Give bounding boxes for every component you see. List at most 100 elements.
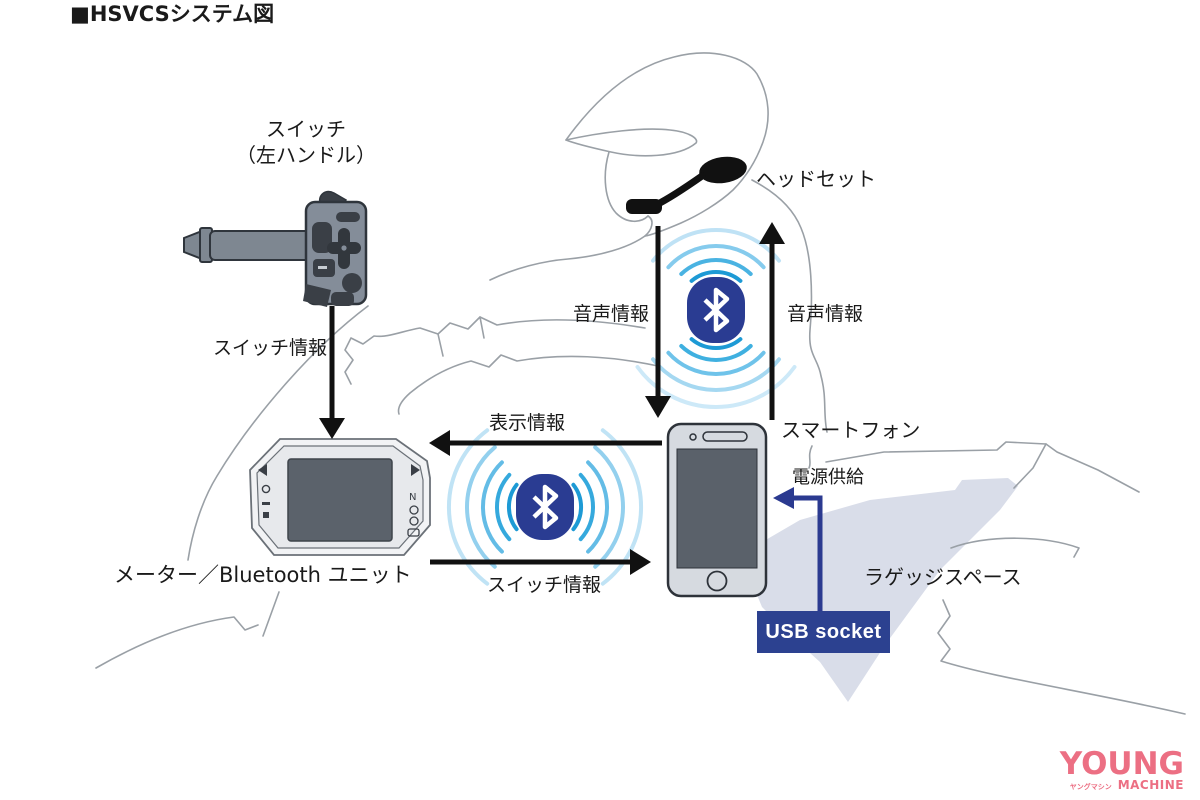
neutral-indicator: N [409, 492, 416, 503]
logo-kana-text: ヤングマシン [1069, 783, 1112, 791]
rider-back-outline [751, 179, 828, 433]
wave-arc [679, 344, 753, 362]
phone-home-button [706, 570, 728, 592]
bluetooth-rune-icon [703, 287, 730, 333]
meter-unit-label: メーター／Bluetooth ユニット [114, 563, 412, 587]
display-info-label: 表示情報 [489, 412, 566, 434]
rider-arm-sweep [187, 305, 369, 561]
wave-arc [578, 472, 595, 542]
switch-top-pill-button [336, 212, 360, 222]
phone-camera [689, 433, 697, 441]
meter-indicator-icons-left [258, 464, 271, 518]
switch-icon-glyph [318, 266, 327, 269]
bike-tail-top [825, 441, 1140, 493]
switch-label-line1: スイッチ [266, 117, 346, 141]
wave-arc [679, 258, 753, 276]
usb-socket-label-box: USB socket [757, 611, 890, 653]
usb-socket-box [757, 611, 890, 653]
young-machine-logo: YOUNG ヤングマシン MACHINE [1059, 746, 1184, 792]
bluetooth-rune-icon [532, 484, 559, 530]
arrowhead-down [319, 418, 345, 439]
switch-label-line2: （左ハンドル） [236, 143, 376, 167]
phone-screen [676, 448, 758, 569]
switch-info-upper-label: スイッチ情報 [213, 337, 328, 359]
meter-warning-icon-1 [409, 505, 419, 515]
meter-bar-indicator-icon [262, 502, 270, 505]
bluetooth-waves-vertical [635, 228, 797, 409]
wave-arc [635, 365, 797, 409]
usb-socket-label: USB socket [765, 620, 882, 643]
power-arrow-line [794, 495, 823, 650]
wave-arc [571, 482, 584, 532]
wave-arc [600, 428, 644, 586]
power-supply-label: 電源供給 [792, 467, 864, 488]
wave-arc [666, 244, 766, 270]
headset-speaker [699, 156, 747, 184]
helmet-shell-outline [565, 52, 769, 237]
left-turn-indicator-icon [258, 464, 267, 476]
meter-unit-device: N [249, 438, 431, 556]
bluetooth-icon-horizontal [516, 474, 574, 540]
arrowhead-up [759, 222, 785, 244]
rider-chest-outline [489, 235, 646, 281]
wave-arc [446, 428, 490, 586]
wave-arc [495, 472, 512, 542]
switch-bottom-button [303, 284, 331, 307]
smartphone-device [666, 422, 768, 598]
bike-lower-zig-arc [937, 599, 1186, 715]
smartphone-label: スマートフォン [781, 418, 921, 442]
rider-arm-lower [397, 354, 659, 415]
flow-arrows [319, 222, 785, 575]
right-turn-indicator-icon [411, 464, 420, 476]
bike-fender-arc [95, 591, 280, 669]
headset-device [626, 156, 747, 214]
helmet-goggle-outline [604, 151, 649, 223]
wave-arc [689, 337, 743, 350]
meter-screen [287, 458, 393, 542]
arrowhead-right [630, 549, 651, 575]
wave-arc [593, 445, 625, 569]
bike-seat-line [950, 537, 1080, 558]
headset-label: ヘッドセット [756, 167, 876, 191]
helmet-chin-outline [644, 215, 653, 237]
phone-speaker [702, 431, 748, 442]
wave-arc [666, 350, 766, 376]
rider-glove-strokes [437, 316, 485, 357]
switch-round-button [342, 273, 362, 293]
arrowhead-down [645, 396, 671, 418]
helmet-peak-outline [565, 128, 698, 157]
audio-info-right-label: 音声情報 [787, 303, 864, 325]
wave-arc [586, 460, 610, 554]
meter-warning-icon-2 [409, 516, 419, 526]
logo-machine-text: MACHINE [1117, 778, 1184, 792]
headset-boom [652, 172, 706, 209]
power-supply-arrow [773, 487, 823, 650]
switch-info-lower-label: スイッチ情報 [487, 574, 602, 596]
bluetooth-waves-horizontal [446, 428, 644, 586]
audio-info-left-label: 音声情報 [573, 303, 650, 325]
rider-bike-outline [95, 52, 1186, 715]
switch-bottom-pill [331, 292, 354, 306]
grip-body [209, 230, 313, 261]
wave-arc [651, 357, 781, 392]
wave-arc [465, 445, 497, 569]
arrowhead-left [773, 487, 794, 509]
dpad-center [341, 245, 347, 251]
meter-warning-icon-3 [407, 528, 420, 537]
bluetooth-icon-vertical [687, 277, 745, 343]
bike-tail-zig [1013, 443, 1047, 489]
wave-arc [506, 482, 519, 532]
meter-indicator-icons-right: N [407, 464, 420, 537]
switch-left-button [312, 222, 332, 253]
headset-mic [626, 199, 662, 214]
meter-round-indicator-icon [261, 484, 271, 494]
rider-arm-upper [344, 316, 646, 385]
page-title: ■HSVCSシステム図 [70, 2, 275, 26]
phone-pointer-line [808, 445, 813, 469]
luggage-space-shade [750, 478, 1018, 702]
wave-arc [480, 460, 504, 554]
logo-young-text: YOUNG [1059, 746, 1184, 783]
wave-arc [651, 228, 781, 263]
